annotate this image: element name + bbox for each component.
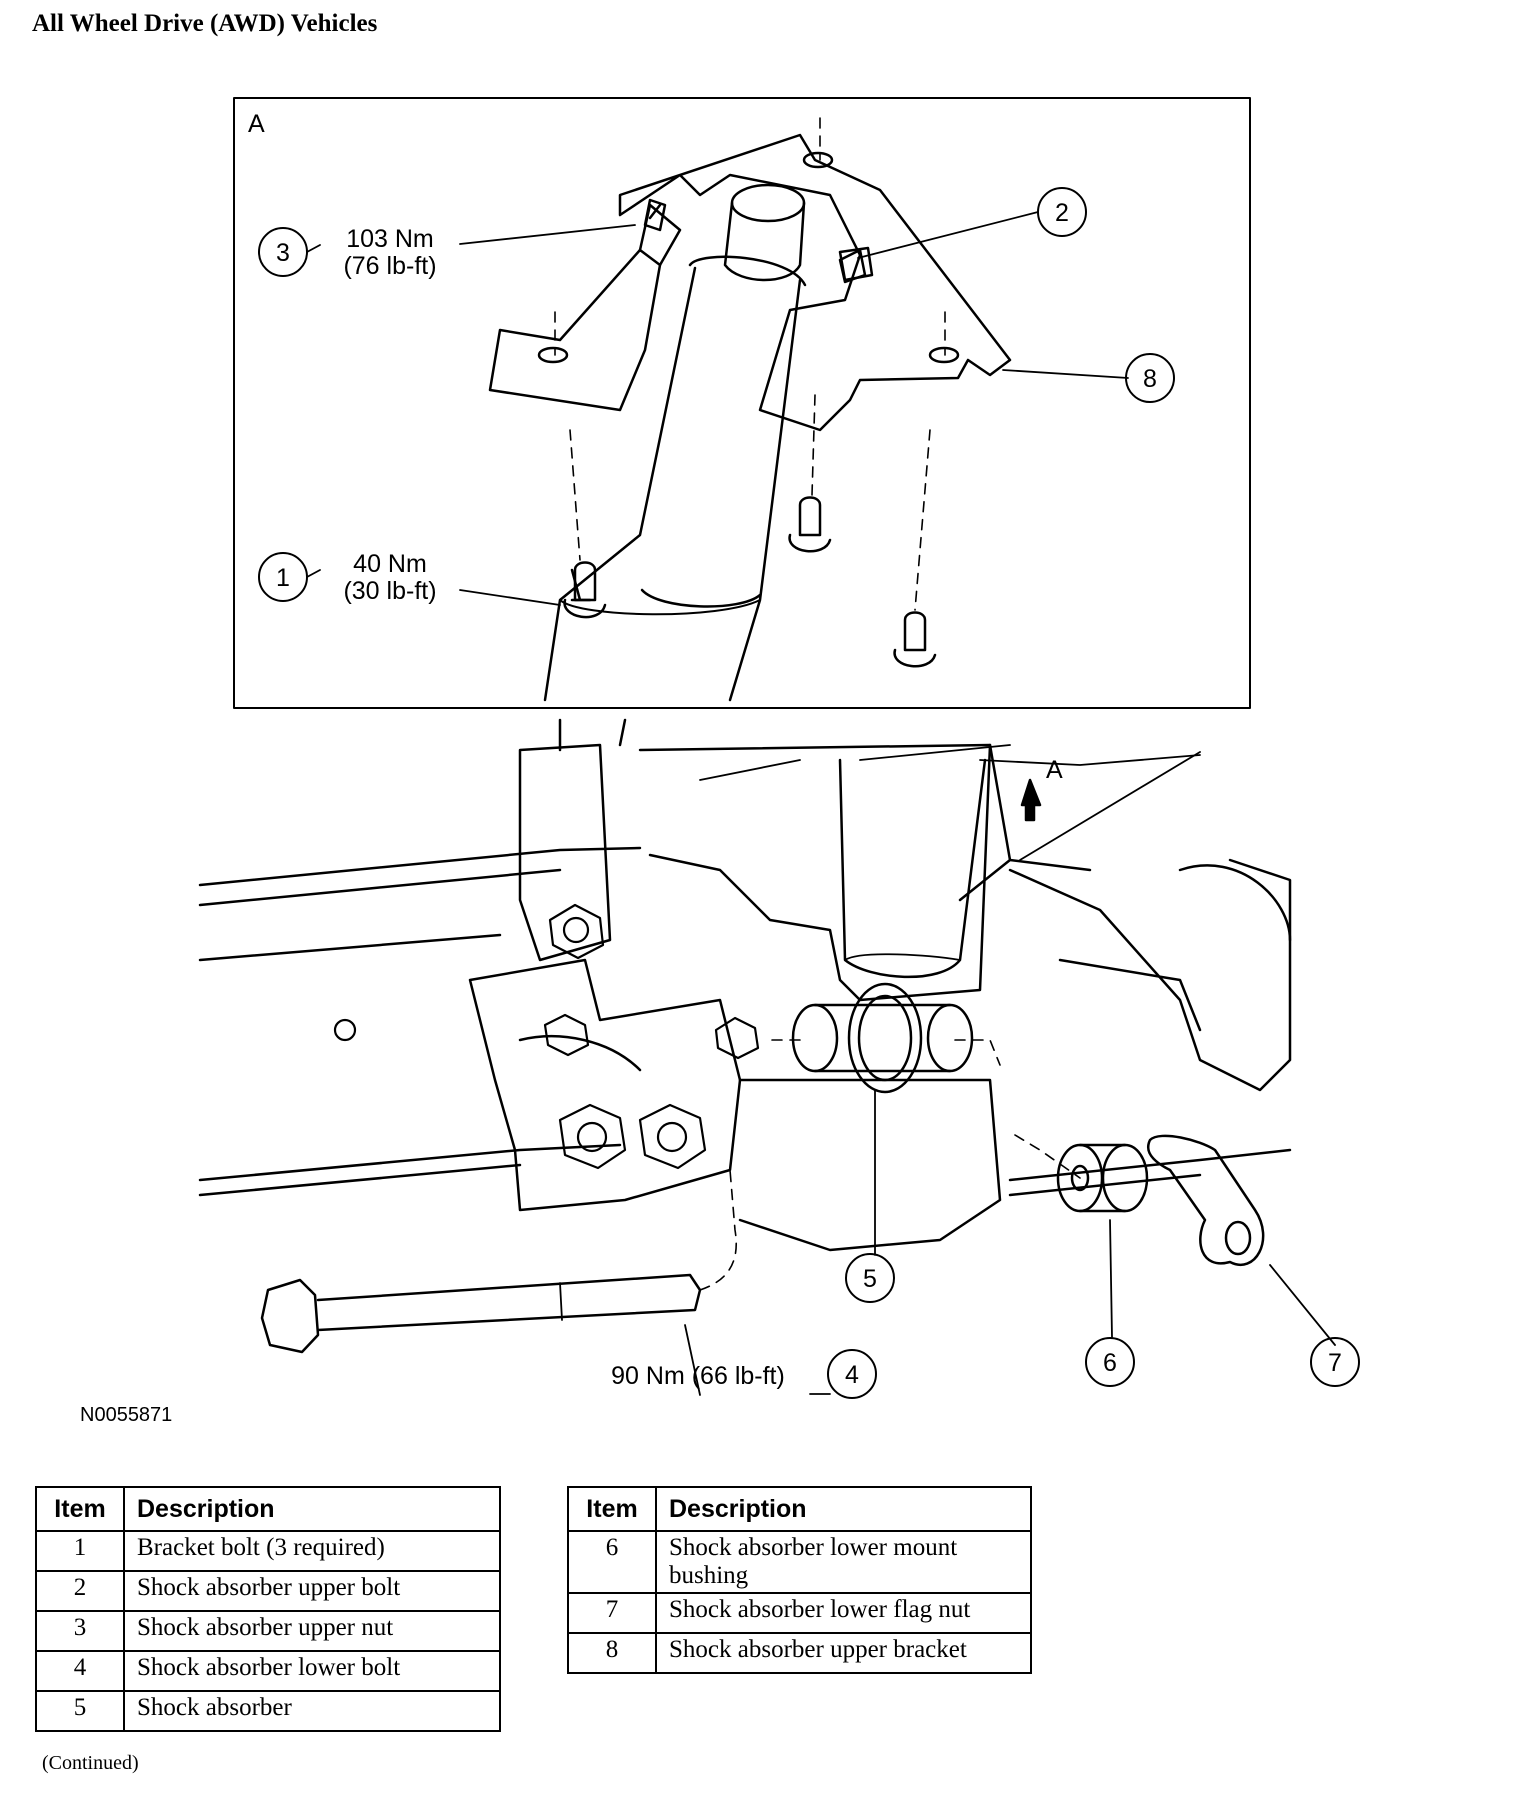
item-number: 5 — [35, 1690, 125, 1732]
table-row: 4 Shock absorber lower bolt — [35, 1650, 501, 1692]
upper-bracket — [618, 133, 1012, 432]
arrow-a-label: A — [1046, 756, 1063, 784]
callout-3-torque-nm: 103 Nm — [346, 225, 434, 253]
table-row: 7 Shock absorber lower flag nut — [567, 1592, 1032, 1634]
item-number: 1 — [35, 1530, 125, 1572]
table-row: 8 Shock absorber upper bracket — [567, 1632, 1032, 1674]
item-description: Shock absorber lower flag nut — [655, 1592, 1032, 1634]
item-table-left: Item Description 1 Bracket bolt (3 requi… — [35, 1486, 501, 1732]
table-row: 1 Bracket bolt (3 required) — [35, 1530, 501, 1572]
callout-3-torque-lbft: (76 lb-ft) — [343, 252, 436, 280]
item-description: Shock absorber upper nut — [123, 1610, 501, 1652]
item-description: Shock absorber upper bracket — [655, 1632, 1032, 1674]
callout-6-number: 6 — [1103, 1349, 1117, 1377]
callout-8-number: 8 — [1143, 365, 1157, 393]
item-header: Item — [567, 1486, 657, 1532]
item-description: Shock absorber lower bolt — [123, 1650, 501, 1692]
callout-2-number: 2 — [1055, 199, 1069, 227]
detail-a-label: A — [248, 110, 265, 138]
page-heading: All Wheel Drive (AWD) Vehicles — [32, 10, 378, 37]
table-row: 3 Shock absorber upper nut — [35, 1610, 501, 1652]
callout-3-number: 3 — [276, 239, 290, 267]
flag-nut — [1146, 1134, 1265, 1266]
item-table-right: Item Description 6 Shock absorber lower … — [567, 1486, 1032, 1674]
item-description: Shock absorber — [123, 1690, 501, 1732]
item-number: 6 — [567, 1530, 657, 1594]
shock-absorber-diagram: A A 3 103 Nm (76 lb-ft) 2 8 1 40 Nm (30 … — [198, 97, 1360, 1399]
callout-4-number: 4 — [845, 1361, 859, 1389]
callout-1-number: 1 — [276, 564, 290, 592]
continued-note: (Continued) — [42, 1752, 139, 1774]
item-description: Bracket bolt (3 required) — [123, 1530, 501, 1572]
callout-4-torque: 90 Nm (66 lb-ft) — [611, 1362, 785, 1390]
item-number: 8 — [567, 1632, 657, 1674]
description-header: Description — [655, 1486, 1032, 1532]
callout-1-torque-lbft: (30 lb-ft) — [343, 577, 436, 605]
lower-bolt — [260, 1273, 702, 1354]
description-header: Description — [123, 1486, 501, 1532]
callout-1-torque-nm: 40 Nm — [353, 550, 427, 578]
table-row: 5 Shock absorber — [35, 1690, 501, 1732]
item-description: Shock absorber upper bolt — [123, 1570, 501, 1612]
subframe — [198, 846, 642, 962]
callout-5-number: 5 — [863, 1265, 877, 1293]
main-shock-absorber — [838, 758, 987, 979]
table-row: 6 Shock absorber lower mount bushing — [567, 1530, 1032, 1594]
item-description: Shock absorber lower mount bushing — [655, 1530, 1032, 1594]
item-number: 7 — [567, 1592, 657, 1634]
callout-7-number: 7 — [1328, 1349, 1342, 1377]
item-header: Item — [35, 1486, 125, 1532]
item-number: 2 — [35, 1570, 125, 1612]
figure-id: N0055871 — [80, 1404, 173, 1426]
item-number: 4 — [35, 1650, 125, 1692]
table-row: 2 Shock absorber upper bolt — [35, 1570, 501, 1612]
item-number: 3 — [35, 1610, 125, 1652]
detail-a-frame — [233, 97, 1251, 709]
